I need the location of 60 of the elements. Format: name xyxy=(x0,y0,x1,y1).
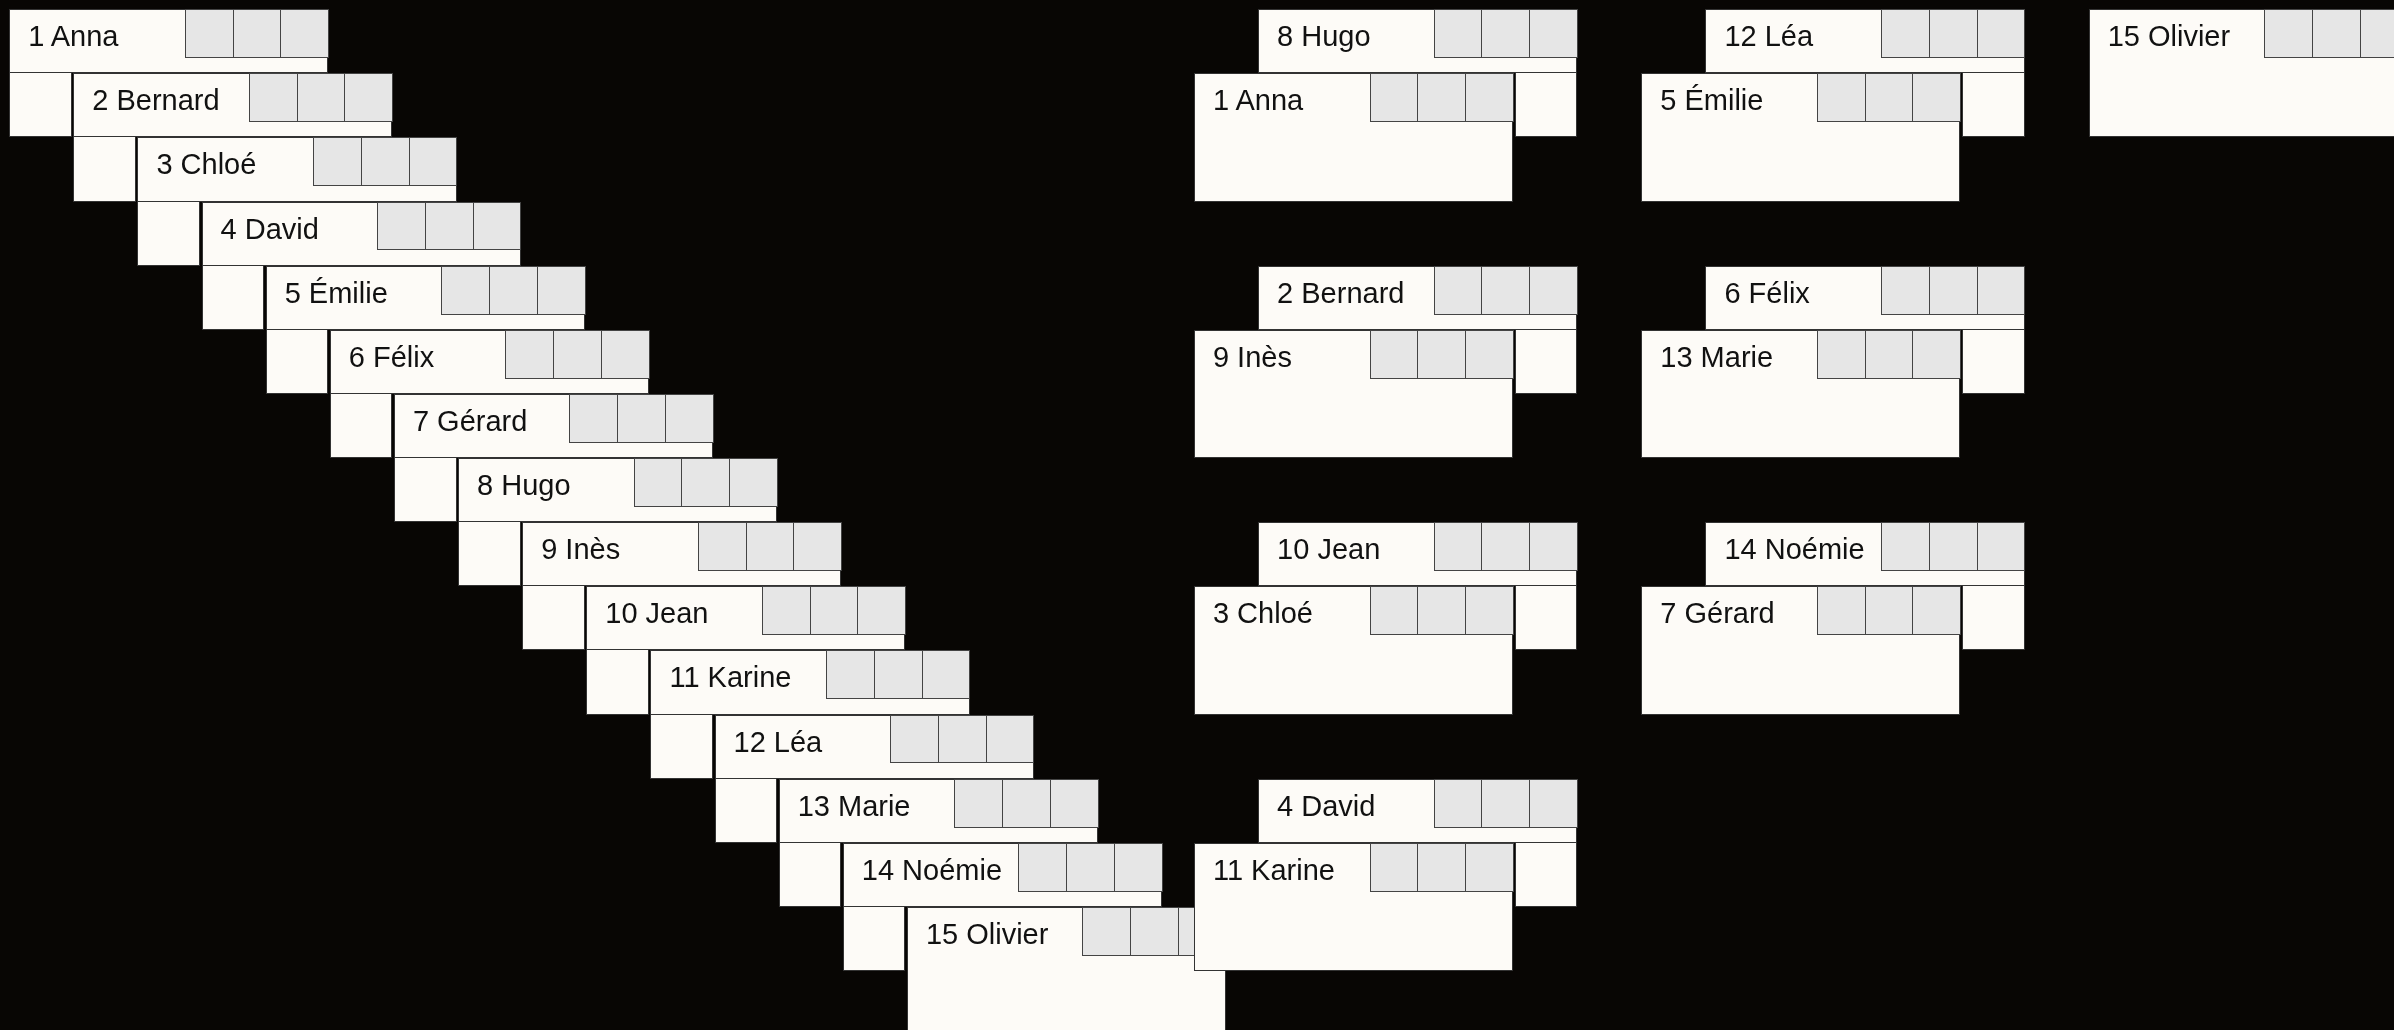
name-card xyxy=(1258,9,1578,74)
name-card xyxy=(201,201,521,266)
card-title: 13 Marie xyxy=(1660,340,1774,374)
card-title: 6 Félix xyxy=(348,340,435,374)
name-card xyxy=(9,9,329,74)
name-card xyxy=(522,522,842,587)
name-card xyxy=(1193,329,1514,459)
card-title: 7 Gérard xyxy=(412,404,528,438)
name-card xyxy=(1258,522,1578,587)
card-title: 5 Émilie xyxy=(284,276,388,310)
name-card xyxy=(329,329,649,394)
name-card xyxy=(650,650,970,715)
name-card xyxy=(778,778,1098,843)
name-card xyxy=(1258,778,1578,843)
name-card xyxy=(1705,9,2025,74)
name-card xyxy=(1258,265,1578,330)
card-title: 2 Bernard xyxy=(92,84,220,118)
card-title: 3 Chloé xyxy=(156,148,257,182)
name-card xyxy=(393,393,713,459)
card-title: 12 Léa xyxy=(733,725,823,759)
name-card xyxy=(906,906,1226,1030)
name-card xyxy=(1641,73,1961,202)
card-title: 8 Hugo xyxy=(1277,20,1371,54)
name-card xyxy=(586,586,906,651)
name-card xyxy=(265,265,585,330)
card-title: 6 Félix xyxy=(1724,276,1810,310)
card-title: 1 Anna xyxy=(1212,84,1304,118)
name-card xyxy=(842,842,1162,907)
card-title: 7 Gérard xyxy=(1660,597,1775,631)
card-title: 11 Karine xyxy=(1212,853,1335,887)
card-title: 11 Karine xyxy=(669,661,792,695)
card-title: 14 Noémie xyxy=(1724,533,1865,567)
name-card xyxy=(458,458,778,523)
card-title: 12 Léa xyxy=(1724,20,1814,54)
card-title: 15 Olivier xyxy=(925,917,1049,951)
card-title: 1 Anna xyxy=(28,20,119,54)
card-title: 9 Inès xyxy=(541,533,621,567)
name-card xyxy=(1705,265,2025,330)
name-card xyxy=(1705,522,2025,587)
card-title: 9 Inès xyxy=(1212,340,1292,374)
name-card xyxy=(1641,586,1961,715)
card-title: 10 Jean xyxy=(1277,533,1381,567)
card-title: 3 Chloé xyxy=(1212,597,1313,631)
card-title: 5 Émilie xyxy=(1660,84,1764,118)
name-card xyxy=(1641,329,1961,459)
name-card xyxy=(2088,9,2394,138)
name-card xyxy=(714,714,1034,779)
card-title: 2 Bernard xyxy=(1277,276,1405,310)
name-card xyxy=(1193,842,1514,972)
card-title: 10 Jean xyxy=(605,597,709,631)
card-title: 13 Marie xyxy=(797,789,911,823)
card-title: 15 Olivier xyxy=(2107,20,2231,54)
name-card xyxy=(137,137,457,202)
card-title: 8 Hugo xyxy=(477,469,571,503)
card-title: 14 Noémie xyxy=(861,853,1003,887)
card-title: 4 David xyxy=(1277,789,1376,823)
name-card xyxy=(73,73,393,138)
name-card xyxy=(1193,73,1514,202)
card-title: 4 David xyxy=(220,212,319,246)
name-card xyxy=(1193,586,1514,715)
